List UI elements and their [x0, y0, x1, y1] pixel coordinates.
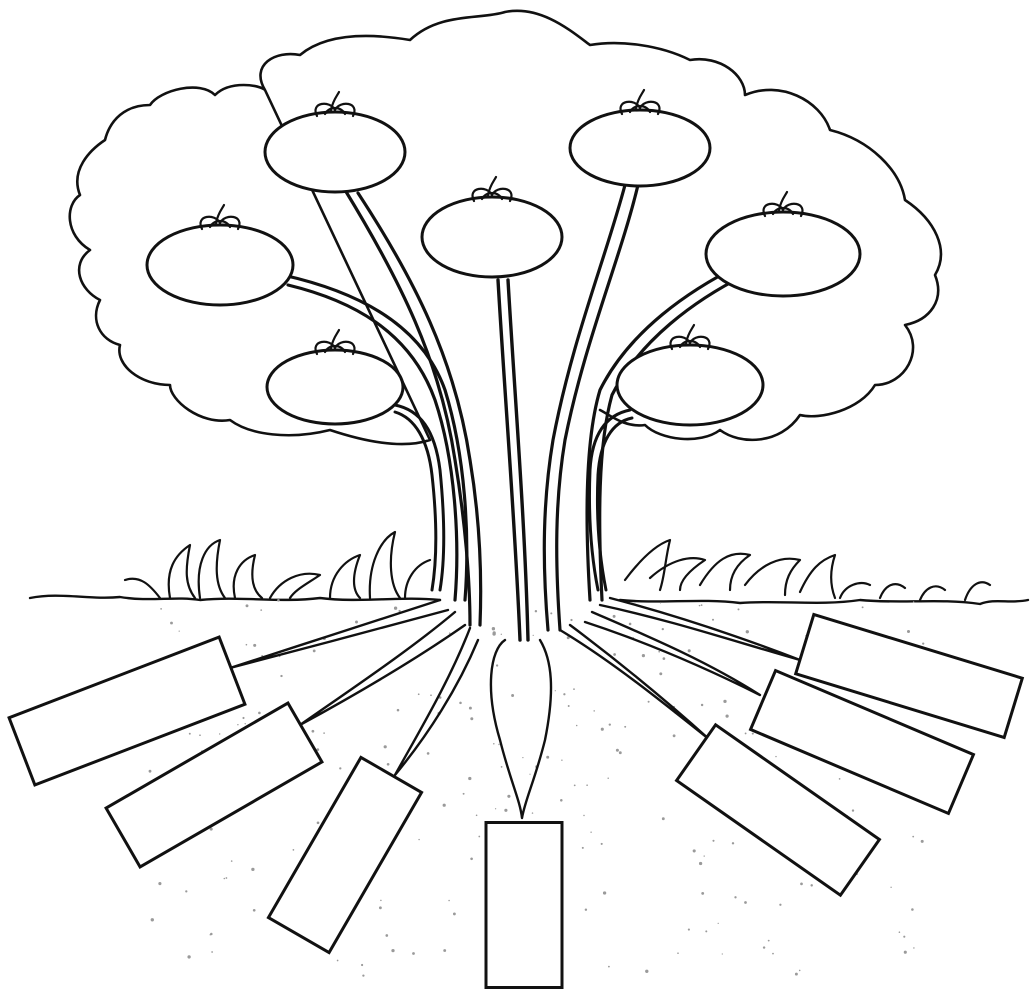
fruit-icon [147, 205, 293, 305]
fruit-icon [570, 90, 710, 186]
ground-line [30, 596, 1028, 604]
fruit-icon [267, 330, 403, 424]
label-box[interactable] [268, 757, 421, 952]
label-box[interactable] [486, 823, 562, 988]
label-boxes-group [9, 614, 1022, 987]
grass-right-icon [625, 540, 990, 600]
fruit-icon [706, 192, 860, 296]
fruit-icon [265, 92, 405, 192]
fruit-icon [422, 177, 562, 277]
grass-left-icon [125, 532, 430, 598]
fruit-icon [617, 325, 763, 425]
